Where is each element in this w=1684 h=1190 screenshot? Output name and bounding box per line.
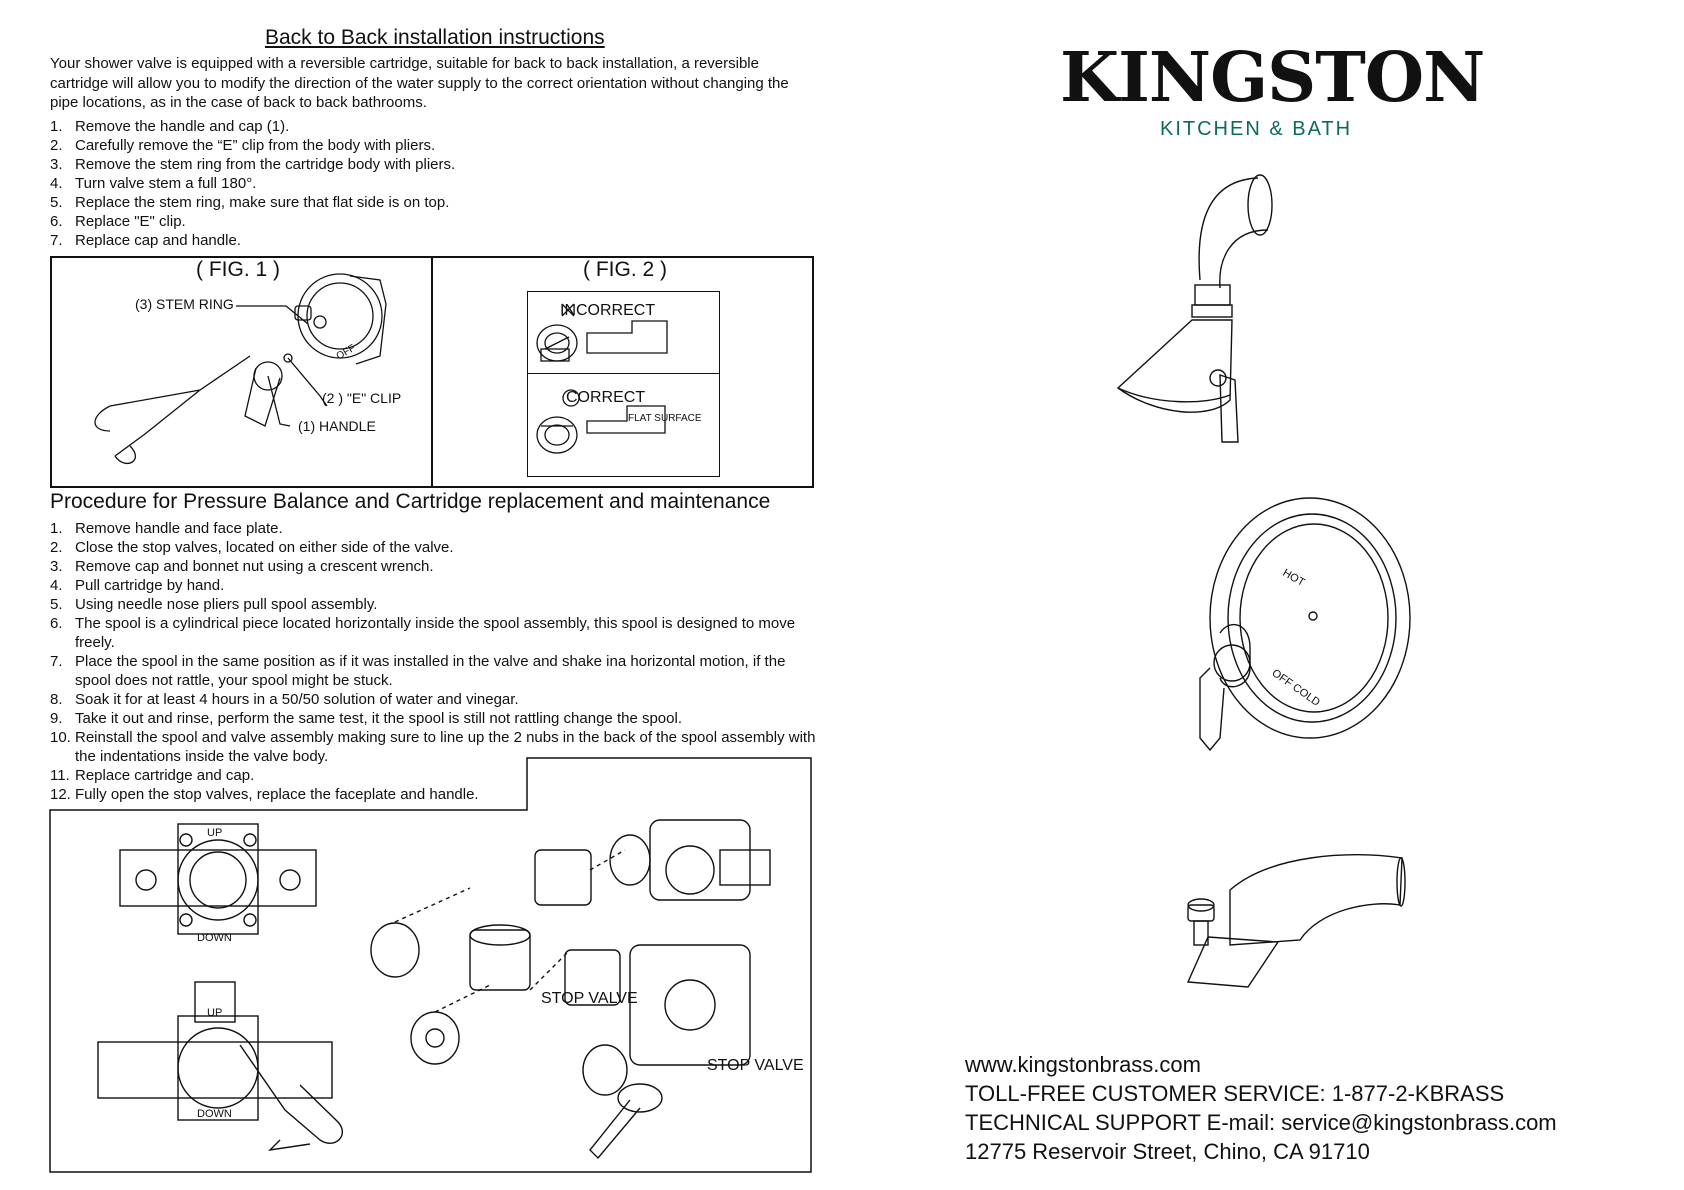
list-item: 9.Take it out and rinse, perform the sam… bbox=[50, 710, 682, 727]
list-item: 12.Fully open the stop valves, replace t… bbox=[50, 786, 479, 803]
list-item: 8.Soak it for at least 4 hours in a 50/5… bbox=[50, 691, 519, 708]
down-label-1: DOWN bbox=[197, 932, 232, 944]
address: 12775 Reservoir Street, Chino, CA 91710 bbox=[965, 1139, 1370, 1164]
valve-plate-drawing bbox=[1199, 497, 1411, 752]
brand-tagline: KITCHEN & BATH bbox=[1160, 118, 1353, 140]
procedure-steps: 1.Remove handle and face plate. 2.Close … bbox=[50, 519, 820, 804]
list-item: 4.Pull cartridge by hand. bbox=[50, 577, 225, 594]
list-item: 1.Remove handle and face plate. bbox=[50, 520, 283, 537]
brand-logo: KINGSTON bbox=[1060, 38, 1485, 118]
e-clip-label: (2 ) "E" CLIP bbox=[322, 390, 402, 406]
up-label-1: UP bbox=[207, 827, 223, 839]
list-item: 3.Remove the stem ring from the cartridg… bbox=[50, 156, 456, 173]
stem-ring-label: (3) STEM RING bbox=[135, 296, 234, 312]
list-item: 10.Reinstall the spool and valve assembl… bbox=[50, 729, 816, 765]
list-item: 1.Remove the handle and cap (1). bbox=[50, 118, 290, 135]
fig1-drawing bbox=[94, 273, 387, 465]
shower-head-drawing bbox=[1116, 174, 1273, 443]
stop-valve-label-2: STOP VALVE bbox=[707, 1057, 804, 1074]
list-item: 7.Place the spool in the same position a… bbox=[50, 653, 786, 689]
incorrect-x-icon bbox=[561, 303, 575, 317]
list-item: 6.The spool is a cylindrical piece locat… bbox=[50, 615, 796, 651]
list-item: 3.Remove cap and bonnet nut using a cres… bbox=[50, 558, 434, 575]
valve-diagram bbox=[97, 819, 771, 1160]
list-item: 11.Replace cartridge and cap. bbox=[50, 767, 255, 784]
back-to-back-steps: 1.Remove the handle and cap (1). 2.Caref… bbox=[50, 117, 820, 250]
contact-block: www.kingstonbrass.com TOLL-FREE CUSTOMER… bbox=[965, 1050, 1557, 1166]
fig2-panel bbox=[527, 291, 720, 477]
list-item: 2.Carefully remove the “E” clip from the… bbox=[50, 137, 436, 154]
intro-paragraph: Your shower valve is equipped with a rev… bbox=[50, 55, 789, 111]
correct-circle-icon bbox=[562, 389, 580, 407]
list-item: 7.Replace cap and handle. bbox=[50, 232, 241, 249]
correct-label: CORRECT bbox=[566, 389, 646, 406]
tub-spout-drawing bbox=[1186, 854, 1406, 988]
handle-label: (1) HANDLE bbox=[298, 418, 376, 434]
procedure-title: Procedure for Pressure Balance and Cartr… bbox=[50, 490, 771, 513]
list-item: 2.Close the stop valves, located on eith… bbox=[50, 539, 454, 556]
website-link[interactable]: www.kingstonbrass.com bbox=[965, 1052, 1201, 1077]
fig2-drawing bbox=[536, 303, 668, 454]
list-item: 6.Replace "E" clip. bbox=[50, 213, 186, 230]
list-item: 4.Turn valve stem a full 180°. bbox=[50, 175, 257, 192]
fig1-label: ( FIG. 1 ) bbox=[196, 258, 280, 281]
incorrect-label: INCORRECT bbox=[560, 302, 656, 319]
support-email[interactable]: TECHNICAL SUPPORT E-mail: service@kingst… bbox=[965, 1110, 1557, 1135]
figure-divider bbox=[431, 256, 433, 486]
page-title: Back to Back installation instructions bbox=[265, 26, 605, 49]
list-item: 5.Replace the stem ring, make sure that … bbox=[50, 194, 450, 211]
fig2-label: ( FIG. 2 ) bbox=[583, 258, 667, 281]
down-label-2: DOWN bbox=[197, 1108, 232, 1120]
toll-free-line: TOLL-FREE CUSTOMER SERVICE: 1-877-2-KBRA… bbox=[965, 1081, 1505, 1106]
list-item: 5.Using needle nose pliers pull spool as… bbox=[50, 596, 378, 613]
fig2-separator bbox=[527, 373, 719, 375]
